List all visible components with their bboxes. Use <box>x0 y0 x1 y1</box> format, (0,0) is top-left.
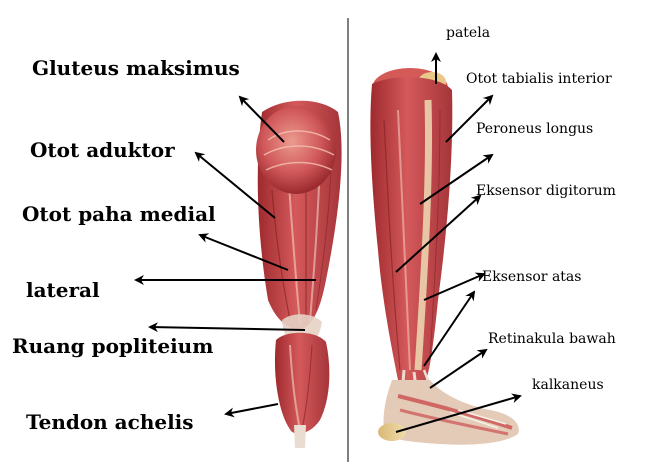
label-kalkaneus: kalkaneus <box>532 378 604 392</box>
label-patela: patela <box>446 26 490 40</box>
arrow-popliteium <box>150 327 305 330</box>
label-otot-tabialis-interior: Otot tabialis interior <box>466 72 612 86</box>
label-tendon-achelis: Tendon achelis <box>26 412 194 432</box>
label-otot-paha-medial: Otot paha medial <box>22 204 216 224</box>
label-gluteus-maksimus: Gluteus maksimus <box>32 58 240 78</box>
arrow-achelis <box>226 404 278 414</box>
label-eksensor-digitorum: Eksensor digitorum <box>476 184 616 198</box>
label-peroneus-longus: Peroneus longus <box>476 122 593 136</box>
arrow-retinakula-bawah <box>430 350 486 388</box>
label-otot-aduktor: Otot aduktor <box>30 140 175 160</box>
label-ruang-popliteium: Ruang popliteium <box>12 336 213 356</box>
label-retinakula-bawah: Retinakula bawah <box>488 332 616 346</box>
label-eksensor-atas: Eksensor atas <box>482 270 581 284</box>
label-lateral: lateral <box>26 280 100 300</box>
posterior-leg-figure <box>256 101 342 448</box>
